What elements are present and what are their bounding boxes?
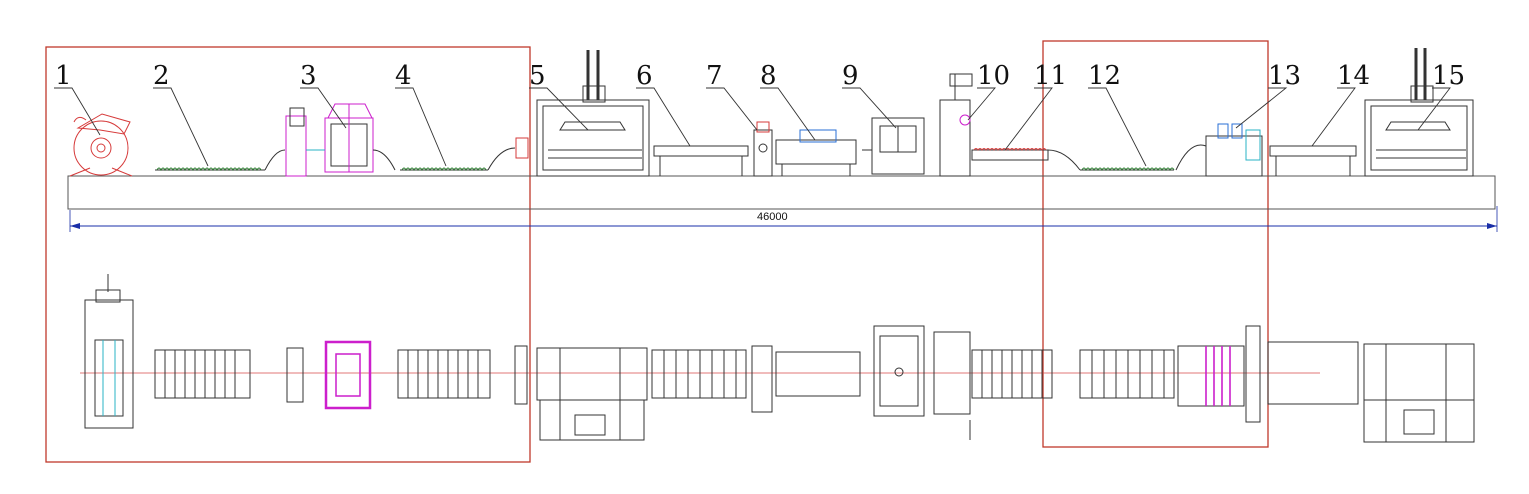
callout-4: 4 bbox=[395, 61, 412, 91]
overall-length-label: 46000 bbox=[757, 211, 788, 223]
callout-6: 6 bbox=[636, 61, 653, 91]
table-14 bbox=[1269, 145, 1357, 176]
uncoiler bbox=[69, 113, 133, 177]
callout-2: 2 bbox=[153, 61, 170, 91]
straightener-plan bbox=[1177, 325, 1261, 423]
feeder-7 bbox=[753, 121, 773, 177]
gantry-15 bbox=[1364, 48, 1474, 177]
callout-14: 14 bbox=[1337, 61, 1370, 91]
highlight-frames bbox=[45, 40, 1269, 463]
conveyor-plan-12 bbox=[1079, 349, 1175, 399]
roller-conveyor-4 bbox=[400, 137, 529, 172]
tower-10 bbox=[939, 73, 973, 177]
gantry-plan-5 bbox=[536, 347, 648, 441]
gantry-plan-15 bbox=[1363, 343, 1475, 443]
callout-10: 10 bbox=[977, 61, 1010, 91]
conveyor-11 bbox=[971, 148, 1081, 171]
roller-conveyor-2 bbox=[155, 149, 286, 172]
callout-5: 5 bbox=[529, 61, 546, 91]
table-plan-14 bbox=[1267, 341, 1359, 405]
straightener-13 bbox=[1205, 123, 1263, 177]
table-6 bbox=[653, 145, 749, 176]
callout-3: 3 bbox=[300, 61, 317, 91]
callout-leaders bbox=[54, 87, 1451, 167]
conveyor-plan-11 bbox=[971, 349, 1053, 399]
press-plan bbox=[751, 325, 971, 440]
uncoiler-plan bbox=[84, 274, 134, 429]
leveler-plan bbox=[286, 340, 372, 410]
plan-view bbox=[80, 274, 1475, 443]
leveler bbox=[285, 103, 396, 177]
callout-labels: 1 2 3 4 5 6 7 8 9 10 11 12 13 14 15 bbox=[55, 61, 1465, 91]
press-9 bbox=[862, 117, 925, 175]
highlight-frame-right bbox=[1042, 40, 1269, 448]
callout-1: 1 bbox=[55, 61, 72, 91]
gantry-5 bbox=[536, 50, 650, 177]
roller-conveyor-12 bbox=[1080, 144, 1207, 172]
callout-13: 13 bbox=[1268, 61, 1301, 91]
callout-7: 7 bbox=[706, 61, 723, 91]
table-8 bbox=[775, 129, 857, 176]
side-elevation-view bbox=[67, 48, 1496, 210]
callout-8: 8 bbox=[760, 61, 777, 91]
overall-dimension bbox=[69, 206, 1498, 232]
conveyor-plan-6 bbox=[651, 349, 747, 399]
callout-15: 15 bbox=[1432, 61, 1465, 91]
highlight-frame-left bbox=[45, 46, 531, 463]
callout-12: 12 bbox=[1088, 61, 1121, 91]
callout-11: 11 bbox=[1034, 61, 1067, 91]
floor-band bbox=[67, 175, 1496, 210]
conveyor-plan-4 bbox=[397, 345, 528, 405]
callout-9: 9 bbox=[842, 61, 859, 91]
conveyor-plan-2 bbox=[154, 349, 251, 399]
